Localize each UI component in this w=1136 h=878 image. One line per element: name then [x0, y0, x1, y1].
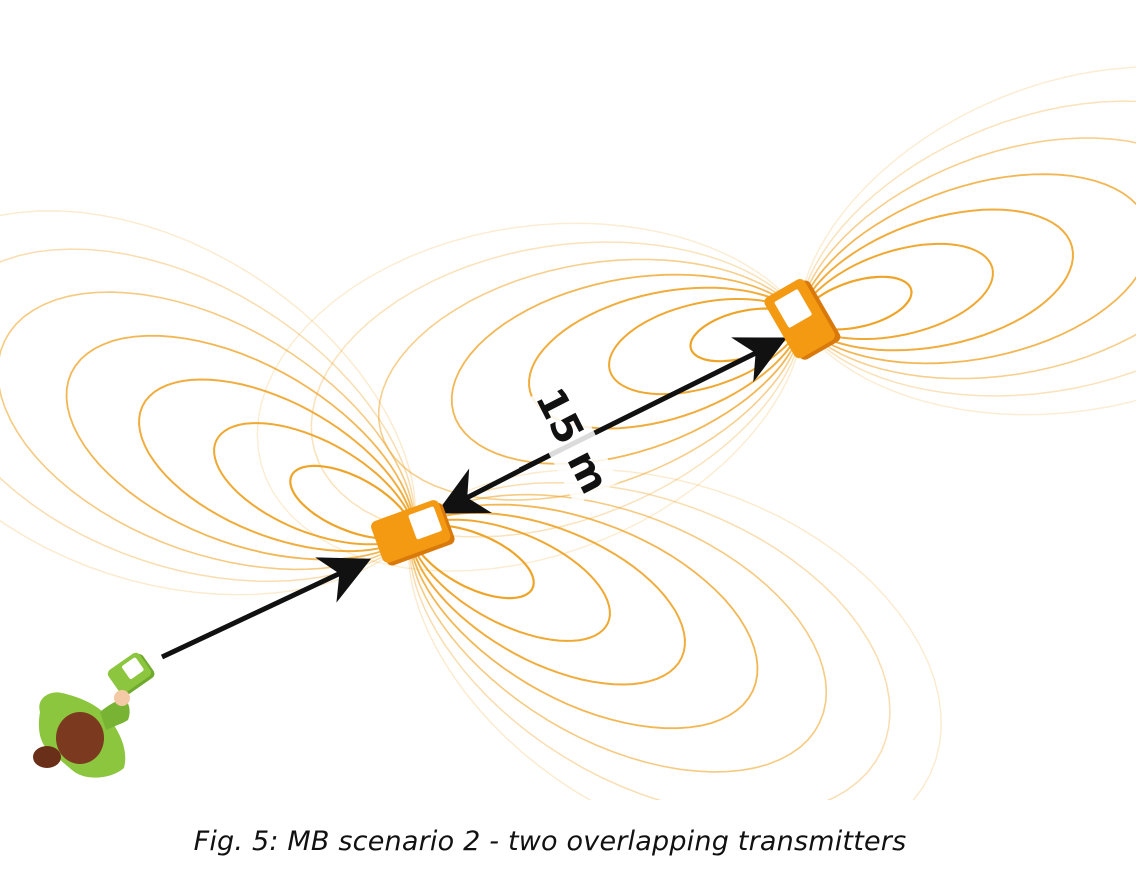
field-line: [138, 378, 414, 553]
person-icon: [33, 690, 130, 778]
field-line: [799, 137, 1136, 380]
field-line: [213, 422, 414, 546]
field-line: [450, 273, 803, 465]
field-line: [799, 173, 1136, 365]
receiver-device: [107, 652, 155, 695]
field-lines-transmitter-2: [256, 66, 1136, 572]
field-line: [799, 100, 1136, 397]
field-line: [0, 210, 416, 596]
field-line: [377, 258, 803, 501]
distance-arrow-back: [436, 447, 562, 514]
field-line: [0, 291, 415, 571]
field-line: [408, 468, 942, 800]
field-line: [408, 481, 891, 800]
scenario-diagram: 15 m: [0, 66, 1136, 800]
field-line: [799, 66, 1136, 416]
field-line: [256, 222, 803, 572]
arrow-receiver-to-transmitter-1: [160, 557, 372, 660]
field-line: [799, 208, 1074, 352]
figure-caption: Fig. 5: MB scenario 2 - two overlapping …: [193, 826, 907, 857]
field-line: [310, 241, 803, 538]
transmitter-1: [371, 500, 455, 566]
transmitter-2: [764, 279, 841, 360]
